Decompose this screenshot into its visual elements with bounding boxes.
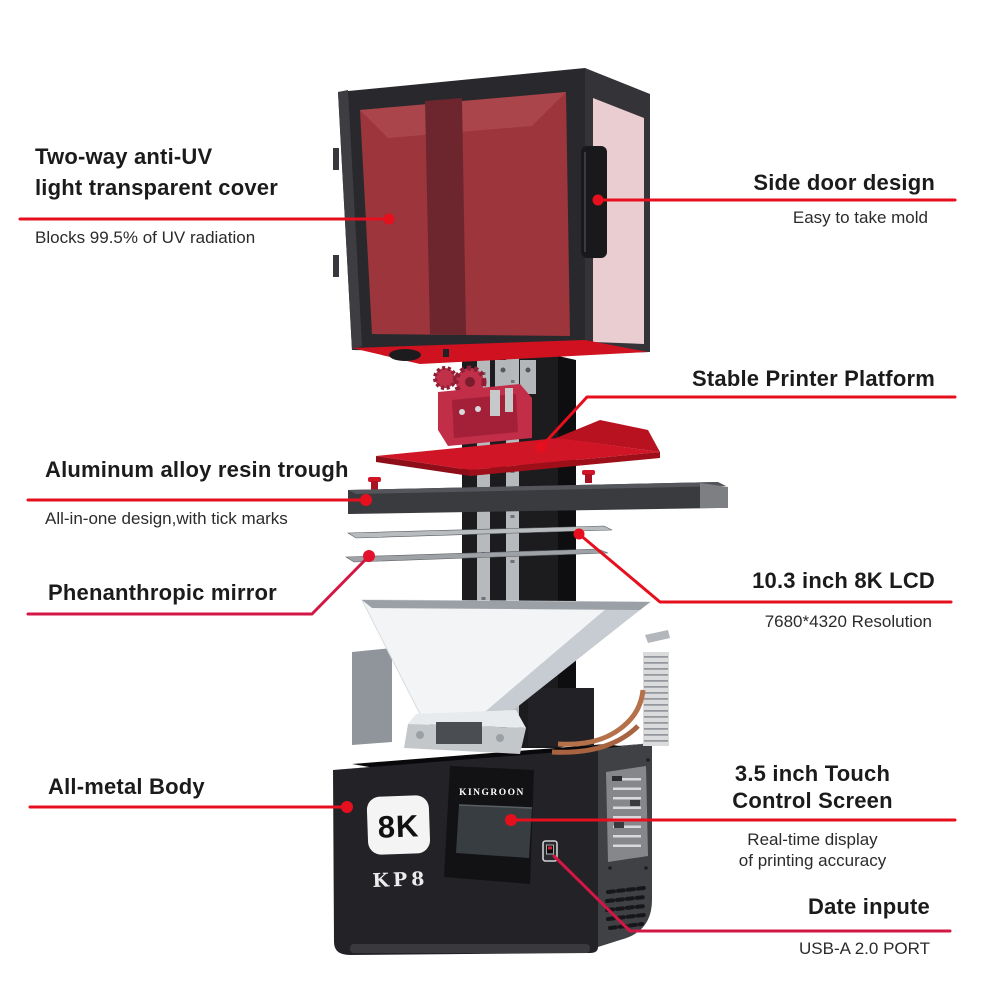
light-funnel (352, 599, 670, 755)
callout-line-data-input (552, 854, 952, 933)
callout-line-lcd (573, 528, 953, 604)
badge-8k-label: 8K (377, 808, 420, 844)
build-plate (376, 420, 660, 476)
callout-side-door-subtitle: Easy to take mold (792, 208, 928, 227)
heat-pipe (557, 689, 646, 747)
brand-badge: 8K KP8 (366, 795, 431, 892)
optical-module (404, 710, 526, 754)
touch-screen[interactable] (456, 805, 532, 858)
callout-line-cover (18, 213, 395, 225)
callout-platform: Stable Printer Platform (640, 363, 935, 394)
callout-cover: Two-way anti-UV light transparent cover (35, 141, 335, 203)
callout-line-platform (535, 395, 957, 453)
resin-vat (348, 470, 728, 514)
callout-touch-screen-title: 3.5 inch Touch Control Screen (732, 761, 893, 813)
model-label: KP8 (372, 868, 429, 892)
callout-line-touch-screen (505, 814, 957, 826)
callout-data-input: Date inpute (700, 891, 930, 922)
callout-side-door-sub: Easy to take mold (700, 207, 928, 228)
control-panel: KINGROON (444, 766, 534, 884)
callout-side-door-title: Side door design (753, 170, 935, 195)
callout-resin-trough-subtitle: All-in-one design,with tick marks (45, 509, 288, 528)
callout-lcd-subtitle: 7680*4320 Resolution (764, 612, 932, 631)
callout-metal-body-title: All-metal Body (48, 774, 205, 799)
callout-data-input-title: Date inpute (808, 894, 930, 919)
callout-resin-trough: Aluminum alloy resin trough (45, 454, 365, 485)
callout-cover-subtitle: Blocks 99.5% of UV radiation (35, 228, 256, 247)
callout-touch-screen: 3.5 inch Touch Control Screen (690, 760, 935, 814)
printer-body: KINGROON 8K KP8 (333, 743, 652, 955)
callout-line-metal-body (28, 801, 353, 813)
callout-lcd-sub: 7680*4320 Resolution (640, 611, 932, 632)
callout-metal-body: All-metal Body (48, 771, 348, 802)
callout-touch-screen-subtitle: Real-time display of printing accuracy (738, 830, 887, 870)
callout-mirror-title: Phenanthropic mirror (48, 580, 277, 605)
callout-line-resin-trough (26, 494, 372, 506)
vat-thumbscrew-right (582, 470, 595, 483)
callout-mirror: Phenanthropic mirror (48, 577, 348, 608)
vat-thumbscrew-left (368, 477, 381, 490)
callout-cover-title: Two-way anti-UV light transparent cover (35, 144, 278, 200)
callout-lcd-title: 10.3 inch 8K LCD (752, 568, 935, 593)
callout-data-input-subtitle: USB-A 2.0 PORT (798, 939, 930, 958)
callout-cover-sub: Blocks 99.5% of UV radiation (35, 227, 335, 248)
callout-data-input-sub: USB-A 2.0 PORT (700, 938, 930, 959)
callout-platform-title: Stable Printer Platform (692, 366, 935, 391)
callout-line-mirror (26, 550, 375, 616)
vent-grille (605, 886, 647, 930)
callout-resin-trough-sub: All-in-one design,with tick marks (45, 508, 365, 529)
heatsink (643, 652, 669, 746)
callout-side-door: Side door design (700, 167, 935, 198)
brand-label: KINGROON (459, 788, 525, 798)
anti-uv-cover (333, 68, 650, 364)
callout-lines (18, 194, 957, 933)
callout-touch-screen-sub: Real-time display of printing accuracy (690, 829, 935, 871)
lcd-panel (346, 525, 613, 539)
heat-pipe (551, 724, 640, 755)
callout-resin-trough-title: Aluminum alloy resin trough (45, 457, 349, 482)
build-platform (433, 360, 536, 446)
mirror-panel (345, 548, 609, 563)
cover-bottom-rim (352, 340, 648, 364)
spec-label (606, 766, 648, 862)
callout-lcd: 10.3 inch 8K LCD (640, 565, 935, 596)
callout-line-side-door (592, 194, 957, 206)
